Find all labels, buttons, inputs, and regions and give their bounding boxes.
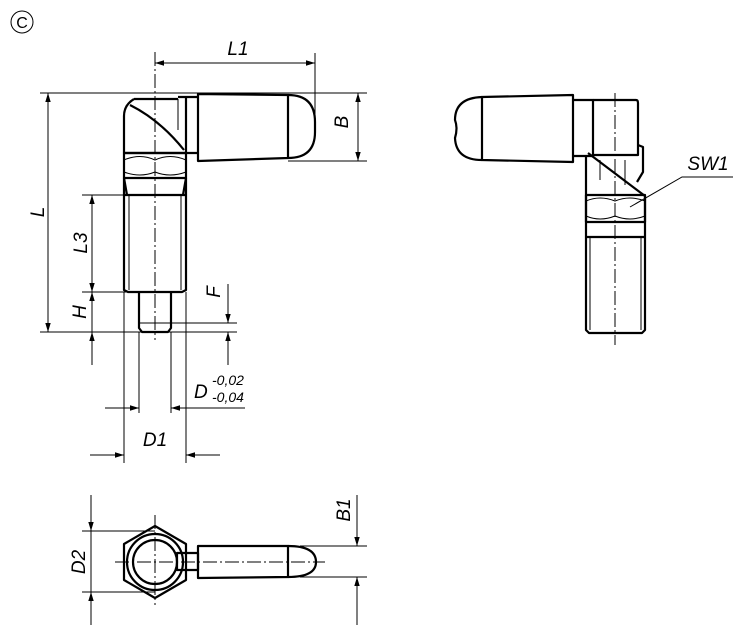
- dim-L1: L1: [227, 39, 248, 60]
- handle-cap: [287, 93, 317, 160]
- dim-L3: L3: [71, 232, 92, 254]
- dim-B1: B1: [334, 498, 355, 521]
- side-view: SW1: [453, 93, 733, 345]
- top-view: D2 B1: [69, 495, 367, 625]
- handle-grip: [196, 92, 290, 163]
- collar: [573, 98, 595, 158]
- dim-D-tol-upper: -0,02: [212, 372, 244, 388]
- handle-grip: [480, 93, 575, 164]
- dim-F: F: [204, 285, 225, 298]
- dim-D2: D2: [69, 549, 90, 574]
- dim-D: D: [194, 382, 208, 403]
- dim-H: H: [70, 305, 91, 319]
- cam-head: [593, 98, 640, 157]
- cam-head: [122, 97, 186, 155]
- detent-tab: [636, 143, 645, 183]
- dim-D1: D1: [143, 430, 167, 451]
- dim-D-tol-lower: -0,04: [212, 389, 244, 405]
- collar: [178, 95, 198, 155]
- handle-cap: [453, 95, 483, 162]
- dim-B: B: [332, 115, 353, 128]
- threaded-body: [584, 152, 647, 335]
- front-view: L1 B L L3 H F D -0,02 -0,04 D1: [28, 39, 367, 463]
- variant-label: C: [16, 15, 28, 32]
- dim-SW1: SW1: [687, 154, 728, 175]
- variant-marker: C: [10, 10, 34, 34]
- dim-L: L: [28, 207, 49, 218]
